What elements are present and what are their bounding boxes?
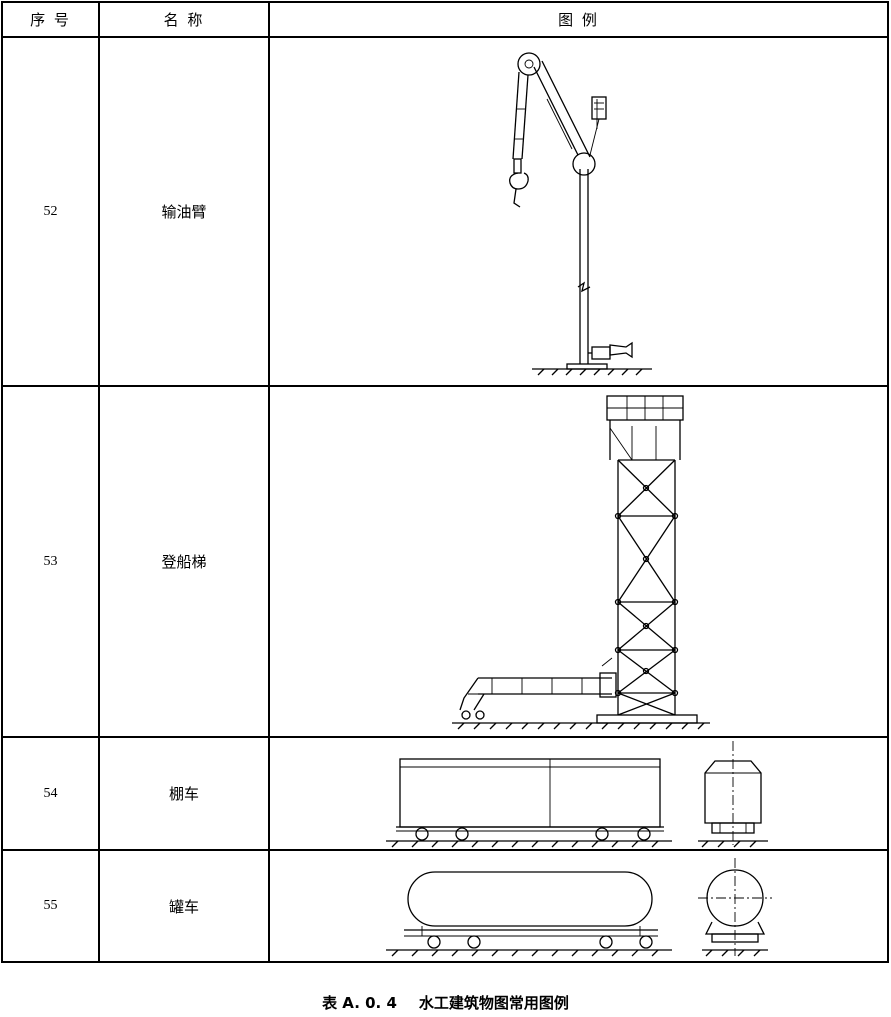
row-figure: [268, 736, 889, 851]
row-number: 53: [1, 385, 100, 738]
row-figure: [268, 385, 889, 738]
table-row: 53 登船梯: [1, 385, 889, 738]
tank-car-icon: [385, 858, 772, 957]
table-row: 54 棚车: [1, 736, 889, 851]
loading-arm-icon: [508, 52, 652, 376]
row-name: 登船梯: [98, 385, 270, 738]
table-row: 52 输油臂: [1, 36, 889, 387]
header-seq: 序 号: [1, 1, 100, 38]
row-figure: [268, 36, 889, 387]
row-name: 输油臂: [98, 36, 270, 387]
row-figure: [268, 849, 889, 963]
legend-table: 序 号 名 称 图 例 52 输油臂: [1, 1, 889, 963]
row-name: 棚车: [98, 736, 270, 851]
caption-title: 水工建筑物图常用图例: [418, 994, 569, 1012]
table-caption: 表 A. 0. 4 水工建筑物图常用图例: [0, 992, 891, 1013]
header-figure: 图 例: [268, 1, 889, 38]
table-row: 55 罐车: [1, 849, 889, 963]
row-number: 54: [1, 736, 100, 851]
header-name: 名 称: [98, 1, 270, 38]
row-number: 52: [1, 36, 100, 387]
row-name: 罐车: [98, 849, 270, 963]
row-number: 55: [1, 849, 100, 963]
caption-number: 表 A. 0. 4: [322, 994, 397, 1012]
table-header-row: 序 号 名 称 图 例: [1, 1, 889, 38]
boarding-ladder-icon: [451, 395, 710, 730]
box-car-icon: [385, 741, 768, 848]
